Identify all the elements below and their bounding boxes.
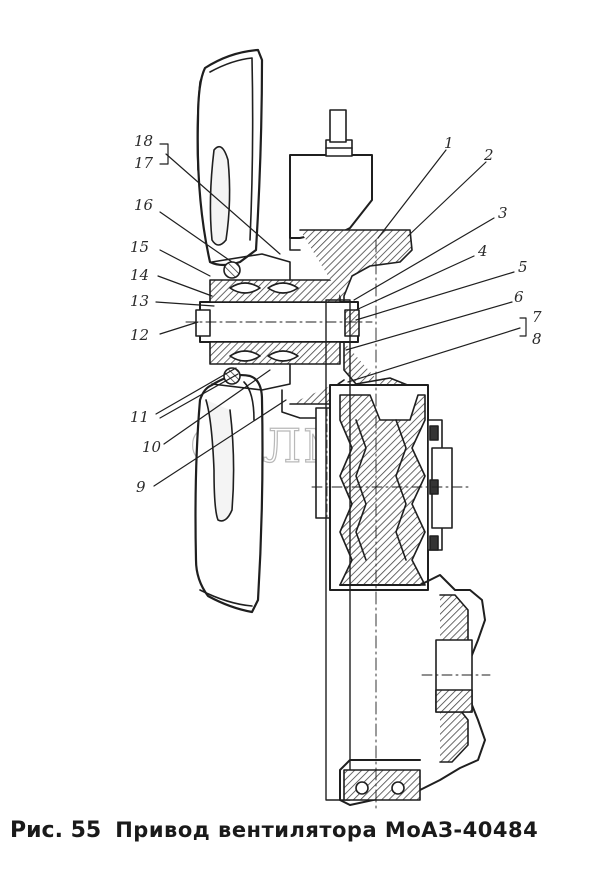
callout-5: 5 (518, 258, 528, 276)
callout-3: 3 (498, 204, 508, 222)
callout-7: 7 (532, 308, 542, 326)
fan-blade-upper (196, 48, 264, 267)
callout-8: 8 (532, 330, 542, 348)
leader-lines (153, 143, 527, 487)
callout-17: 17 (134, 154, 154, 172)
callout-10: 10 (142, 438, 162, 456)
callout-9: 9 (136, 478, 146, 496)
caption-figure-number: Рис. 55 (10, 818, 102, 843)
callout-11: 11 (130, 408, 149, 426)
caption-title: Привод вентилятора МоАЗ-40484 (115, 818, 539, 842)
callout-labels: 1 2 3 4 5 6 7 8 9 10 11 12 13 14 15 16 1… (130, 132, 542, 496)
callout-13: 13 (130, 292, 149, 310)
callout-2: 2 (483, 146, 494, 164)
callout-14: 14 (130, 266, 149, 284)
callout-18: 18 (134, 132, 153, 150)
callout-4: 4 (477, 242, 488, 260)
callout-12: 12 (130, 326, 149, 344)
fan-hub (185, 253, 373, 391)
callout-6: 6 (514, 288, 524, 306)
callout-15: 15 (130, 238, 149, 256)
figure-caption: Рис. 55 Привод вентилятора МоАЗ-40484 (10, 818, 595, 858)
support-bracket (281, 109, 423, 519)
lower-pulley-housing (325, 239, 491, 811)
fan-blade-lower (194, 373, 264, 614)
callout-1: 1 (444, 134, 454, 152)
grooved-pulley (311, 384, 471, 591)
callout-16: 16 (134, 196, 154, 214)
